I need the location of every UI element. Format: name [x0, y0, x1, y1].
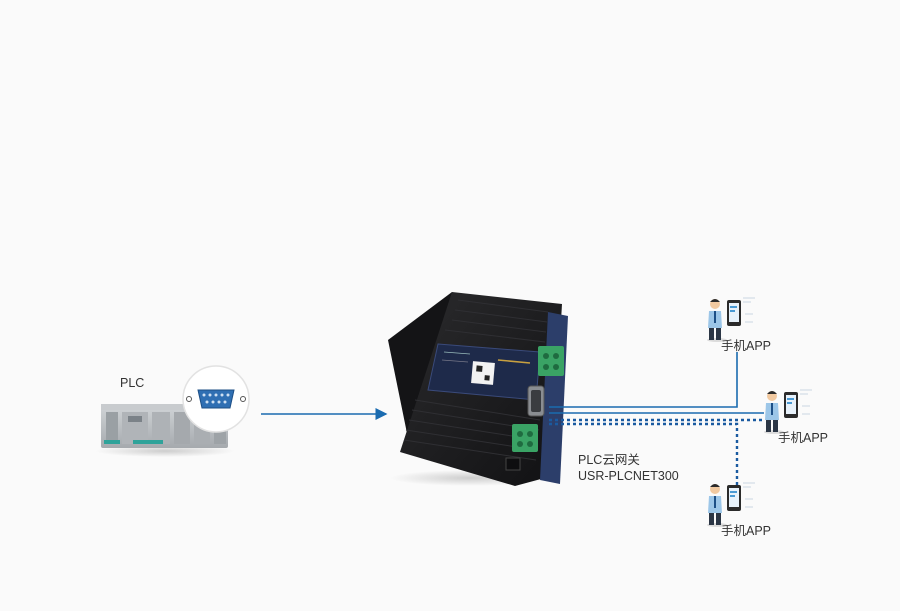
- serial-port-magnifier: [182, 365, 250, 433]
- gateway-to-app-connections: [549, 352, 764, 486]
- person-with-phone-icon: [764, 389, 812, 434]
- person-with-phone-icon: [707, 297, 755, 342]
- terminal-block-bottom: [512, 424, 538, 452]
- app-label: 手机APP: [778, 431, 829, 445]
- terminal-block-top: [538, 346, 564, 376]
- gateway-label-model: USR-PLCNET300: [578, 469, 679, 483]
- gateway-label-name: PLC云网关: [578, 453, 640, 467]
- gateway-label: PLC云网关 USR-PLCNET300: [578, 452, 679, 484]
- plc-cloud-gateway-device: [388, 292, 568, 486]
- person-with-phone-icon: [707, 482, 755, 527]
- serial-port-icon: [186, 389, 246, 409]
- plc-label: PLC: [120, 376, 145, 390]
- app-label: 手机APP: [721, 524, 772, 538]
- app-label: 手机APP: [721, 339, 772, 353]
